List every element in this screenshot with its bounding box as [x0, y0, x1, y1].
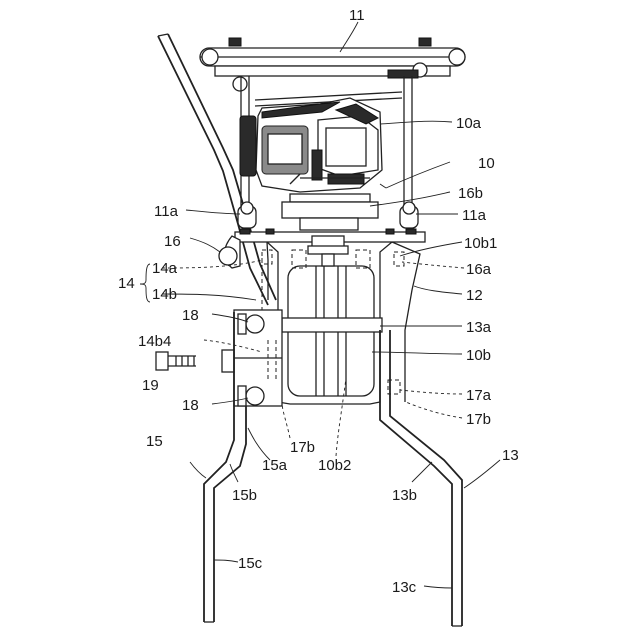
brace-14 [140, 264, 150, 302]
label-10b: 10b [466, 347, 491, 364]
bolt-19 [156, 350, 234, 372]
label-17a: 17a [466, 387, 492, 404]
label-14b: 14b [152, 286, 177, 303]
label-11a-right: 11a [462, 207, 487, 224]
label-13: 13 [502, 447, 519, 464]
bracket-14 [219, 236, 282, 406]
label-13c: 13c [392, 579, 417, 596]
label-19: 19 [142, 377, 159, 394]
label-17b-left: 17b [290, 439, 315, 456]
label-15a: 15a [262, 457, 288, 474]
label-10: 10 [478, 155, 495, 172]
label-18-bottom: 18 [182, 397, 199, 414]
label-15: 15 [146, 433, 163, 450]
label-16: 16 [164, 233, 181, 250]
label-14: 14 [118, 275, 135, 292]
label-14b4: 14b4 [138, 333, 171, 350]
label-10b2: 10b2 [318, 457, 351, 474]
label-15c: 15c [238, 555, 263, 572]
label-15b: 15b [232, 487, 257, 504]
label-16a: 16a [466, 261, 492, 278]
label-12: 12 [466, 287, 483, 304]
label-18-top: 18 [182, 307, 199, 324]
label-11a-left: 11a [154, 203, 179, 220]
label-17b-right: 17b [466, 411, 491, 428]
label-13a: 13a [466, 319, 492, 336]
top-frame-11 [200, 38, 465, 91]
engine-10 [240, 98, 382, 230]
label-10b1: 10b1 [464, 235, 497, 252]
label-13b: 13b [392, 487, 417, 504]
label-11: 11 [349, 7, 365, 24]
label-14a: 14a [152, 260, 178, 277]
label-10a: 10a [456, 115, 482, 132]
label-16b: 16b [458, 185, 483, 202]
lower-housing-12 [262, 242, 420, 404]
